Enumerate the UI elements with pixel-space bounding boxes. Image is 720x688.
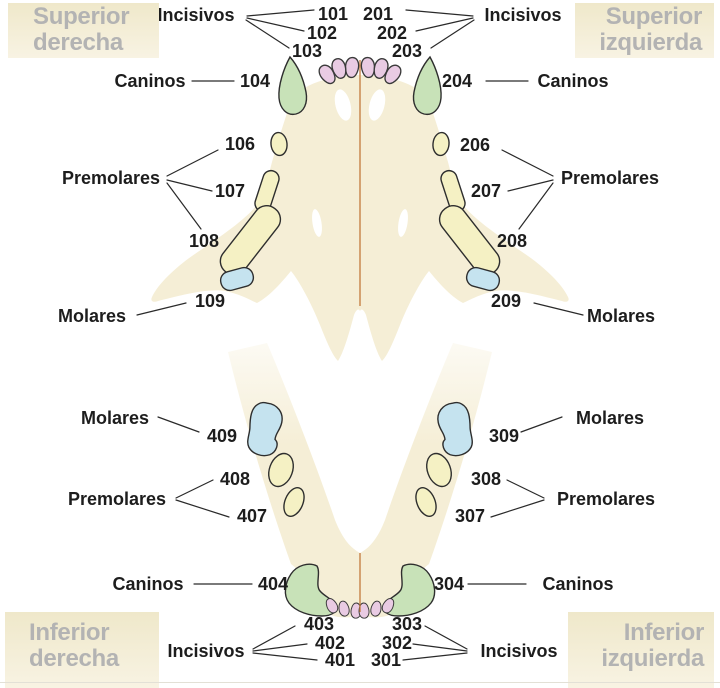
tooth-number-404: 404 bbox=[258, 574, 288, 594]
tooth-number-307: 307 bbox=[455, 506, 485, 526]
label-premolares-upper-right: Premolares bbox=[62, 168, 160, 188]
label-premolares-upper-left: Premolares bbox=[561, 168, 659, 188]
corner-line: Inferior bbox=[623, 619, 705, 646]
tooth-number-103: 103 bbox=[292, 41, 322, 61]
upper-left-quadrant bbox=[360, 57, 569, 361]
label-caninos-lower-right: Caninos bbox=[112, 574, 183, 594]
tooth-number-108: 108 bbox=[189, 231, 219, 251]
corner-line: Inferior bbox=[29, 619, 110, 646]
tooth-number-402: 402 bbox=[315, 633, 345, 653]
label-caninos-upper-right: Caninos bbox=[114, 71, 185, 91]
tooth-number-403: 403 bbox=[304, 614, 334, 634]
label-incisivos-lower-left: Incisivos bbox=[480, 641, 557, 661]
label-incisivos-lower-right: Incisivos bbox=[167, 641, 244, 661]
tooth-number-301: 301 bbox=[371, 650, 401, 670]
corner-line: Superior bbox=[605, 3, 703, 30]
tooth-number-207: 207 bbox=[471, 181, 501, 201]
tooth-number-309: 309 bbox=[489, 426, 519, 446]
corner-line: derecha bbox=[29, 645, 119, 672]
label-molares-upper-left: Molares bbox=[587, 306, 655, 326]
corner-label-inferior-derecha: Inferior derecha bbox=[5, 612, 159, 688]
tooth-number-109: 109 bbox=[195, 291, 225, 311]
tooth-number-407: 407 bbox=[237, 506, 267, 526]
tooth-number-206: 206 bbox=[460, 135, 490, 155]
corner-line: izquierda bbox=[599, 29, 702, 56]
corner-line: derecha bbox=[33, 29, 123, 56]
tooth-number-208: 208 bbox=[497, 231, 527, 251]
tooth-number-303: 303 bbox=[392, 614, 422, 634]
tooth-number-107: 107 bbox=[215, 181, 245, 201]
upper-right-quadrant bbox=[151, 57, 360, 361]
corner-line: izquierda bbox=[601, 645, 704, 672]
tooth-number-106: 106 bbox=[225, 134, 255, 154]
label-incisivos-upper-left: Incisivos bbox=[484, 5, 561, 25]
tooth-number-409: 409 bbox=[207, 426, 237, 446]
tooth-number-304: 304 bbox=[434, 574, 464, 594]
tooth-number-209: 209 bbox=[491, 291, 521, 311]
label-caninos-lower-left: Caninos bbox=[542, 574, 613, 594]
label-molares-lower-left: Molares bbox=[576, 408, 644, 428]
tooth-number-204: 204 bbox=[442, 71, 472, 91]
tooth-number-408: 408 bbox=[220, 469, 250, 489]
label-incisivos-upper-right: Incisivos bbox=[157, 5, 234, 25]
tooth-number-104: 104 bbox=[240, 71, 270, 91]
tooth-number-203: 203 bbox=[392, 41, 422, 61]
tooth-number-302: 302 bbox=[382, 633, 412, 653]
connector-lines bbox=[136, 9, 584, 661]
label-caninos-upper-left: Caninos bbox=[537, 71, 608, 91]
tooth-number-202: 202 bbox=[377, 23, 407, 43]
label-molares-upper-right: Molares bbox=[58, 306, 126, 326]
corner-label-superior-izquierda: Superior izquierda bbox=[575, 3, 714, 58]
tooth-number-102: 102 bbox=[307, 23, 337, 43]
label-premolares-lower-left: Premolares bbox=[557, 489, 655, 509]
label-molares-lower-right: Molares bbox=[81, 408, 149, 428]
corner-line: Superior bbox=[33, 3, 130, 30]
bottom-rule bbox=[0, 682, 720, 683]
tooth-number-101: 101 bbox=[318, 4, 348, 24]
tooth-number-201: 201 bbox=[363, 4, 393, 24]
label-premolares-lower-right: Premolares bbox=[68, 489, 166, 509]
corner-label-superior-derecha: Superior derecha bbox=[8, 3, 159, 58]
tooth-number-308: 308 bbox=[471, 469, 501, 489]
corner-label-inferior-izquierda: Inferior izquierda bbox=[568, 612, 714, 688]
tooth-number-401: 401 bbox=[325, 650, 355, 670]
